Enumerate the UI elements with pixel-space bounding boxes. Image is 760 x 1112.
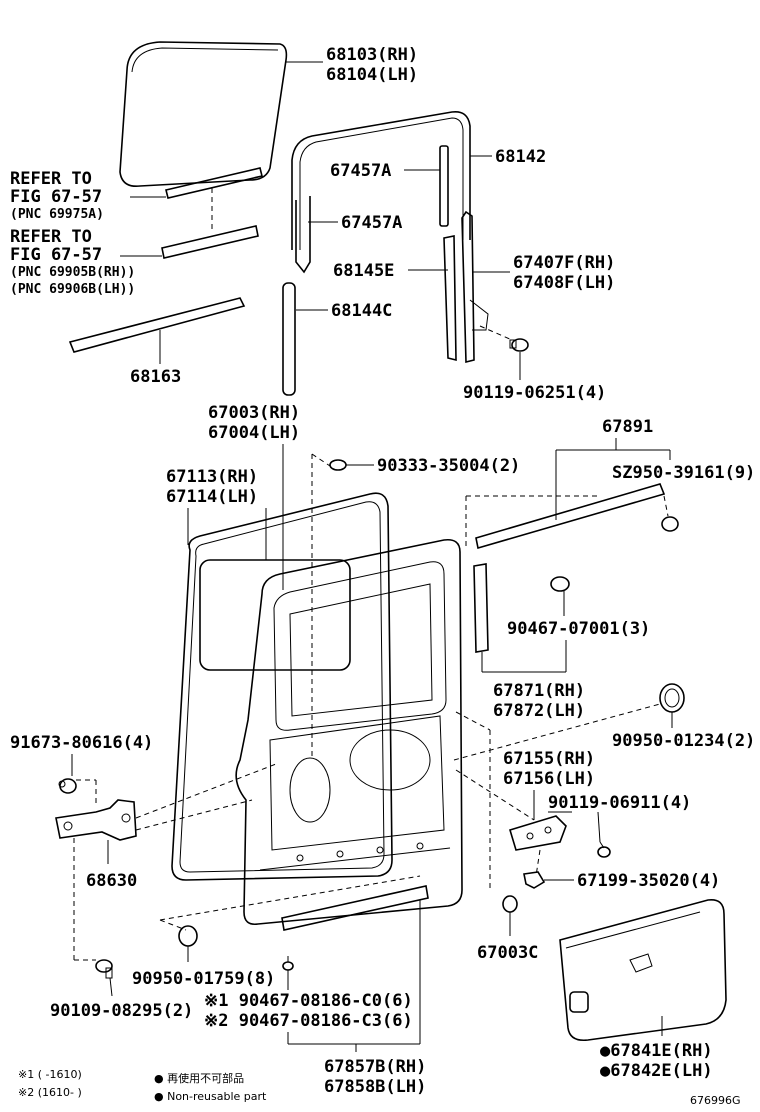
inner-weatherstrip xyxy=(282,282,296,396)
refer2-line4: (PNC 69906B(LH)) xyxy=(10,282,135,297)
label-glass-rh: 68103(RH) xyxy=(326,45,418,65)
label-clip-1: 90467-07001(3) xyxy=(507,619,650,639)
label-outer-weatherstrip: 68145E xyxy=(333,261,394,281)
label-screw-3: 90119-06911(4) xyxy=(548,793,691,813)
label-frame-rh: 67407F(RH) xyxy=(513,253,615,273)
label-hinge: 68630 xyxy=(86,871,137,891)
legend-note-1: ※1 ( -1610) xyxy=(18,1068,82,1081)
upper-rail xyxy=(475,483,666,550)
label-scuff-rh: 67857B(RH) xyxy=(324,1057,426,1077)
label-bolt-1: 91673-80616(4) xyxy=(10,733,153,753)
clip-2 xyxy=(282,956,294,971)
label-door-rh: 67003(RH) xyxy=(208,403,300,423)
legend-mark-jp: ● 再使用不可部品 xyxy=(154,1071,244,1085)
label-scuff-lh: 67858B(LH) xyxy=(324,1077,426,1097)
label-guide-lh: 67872(LH) xyxy=(493,701,585,721)
upper-seal-1 xyxy=(439,145,449,227)
label-belt-strip: 68163 xyxy=(130,367,181,387)
scuff-plate xyxy=(281,885,429,931)
belt-strip xyxy=(68,297,246,353)
nut-1 xyxy=(523,871,546,889)
door-panel xyxy=(235,538,463,926)
figure-id: 676996G xyxy=(690,1094,741,1107)
refer2-line3: (PNC 69905B(RH)) xyxy=(10,265,135,280)
label-frame-lh: 67408F(LH) xyxy=(513,273,615,293)
bolt-1 xyxy=(58,778,77,794)
label-upper-seal-2: 67457A xyxy=(341,213,402,233)
refer1-line2: FIG 67-57 xyxy=(10,187,102,207)
label-bolt-2: 90109-08295(2) xyxy=(50,1001,193,1021)
molding-strip-1 xyxy=(165,167,263,199)
label-trim-lh: ●67842E(LH) xyxy=(600,1061,713,1081)
molding-strip-2 xyxy=(161,225,259,259)
hinge xyxy=(55,799,137,841)
label-hole-plug-1: 90950-01234(2) xyxy=(612,731,755,751)
label-screw-1: 90119-06251(4) xyxy=(463,383,606,403)
label-bracket-rh: 67155(RH) xyxy=(503,749,595,769)
label-glass-lh: 68104(LH) xyxy=(326,65,418,85)
label-run-channel: 68142 xyxy=(495,147,546,167)
outer-weatherstrip xyxy=(443,235,457,362)
label-upper-seal-1: 67457A xyxy=(330,161,391,181)
label-clip-2b: ※2 90467-08186-C3(6) xyxy=(204,1011,413,1031)
guide-rail xyxy=(473,563,489,653)
refer1-line1: REFER TO xyxy=(10,169,92,189)
bolt-2 xyxy=(95,959,113,979)
label-plug-2: 67003C xyxy=(477,943,538,963)
label-weatherstrip-lh: 67114(LH) xyxy=(166,487,258,507)
label-rail: 67891 xyxy=(602,417,653,437)
legend-mark-en: ● Non-reusable part xyxy=(154,1090,267,1103)
refer2-line1: REFER TO xyxy=(10,227,92,247)
door-frame-bar xyxy=(461,210,489,364)
label-screw-2: SZ950-39161(9) xyxy=(612,463,755,483)
bracket-part xyxy=(509,815,567,851)
label-inner-weatherstrip: 68144C xyxy=(331,301,392,321)
door-weatherstrip xyxy=(171,492,393,881)
legend-note-2: ※2 (1610- ) xyxy=(18,1086,82,1099)
run-channel xyxy=(291,110,471,250)
label-bracket-lh: 67156(LH) xyxy=(503,769,595,789)
door-glass xyxy=(119,41,288,188)
label-nut-1: 67199-35020(4) xyxy=(577,871,720,891)
trim-board xyxy=(559,898,727,1042)
label-plug-1: 90333-35004(2) xyxy=(377,456,520,476)
label-trim-rh: ●67841E(RH) xyxy=(600,1041,713,1061)
upper-seal-2 xyxy=(295,196,311,274)
label-weatherstrip-rh: 67113(RH) xyxy=(166,467,258,487)
label-hole-plug-2: 90950-01759(8) xyxy=(132,969,275,989)
refer2-line2: FIG 67-57 xyxy=(10,245,102,265)
label-clip-2a: ※1 90467-08186-C0(6) xyxy=(204,991,413,1011)
screw-3 xyxy=(597,841,611,858)
refer1-line3: (PNC 69975A) xyxy=(10,207,104,222)
screw-1 xyxy=(479,325,529,352)
label-door-lh: 67004(LH) xyxy=(208,423,300,443)
label-guide-rh: 67871(RH) xyxy=(493,681,585,701)
